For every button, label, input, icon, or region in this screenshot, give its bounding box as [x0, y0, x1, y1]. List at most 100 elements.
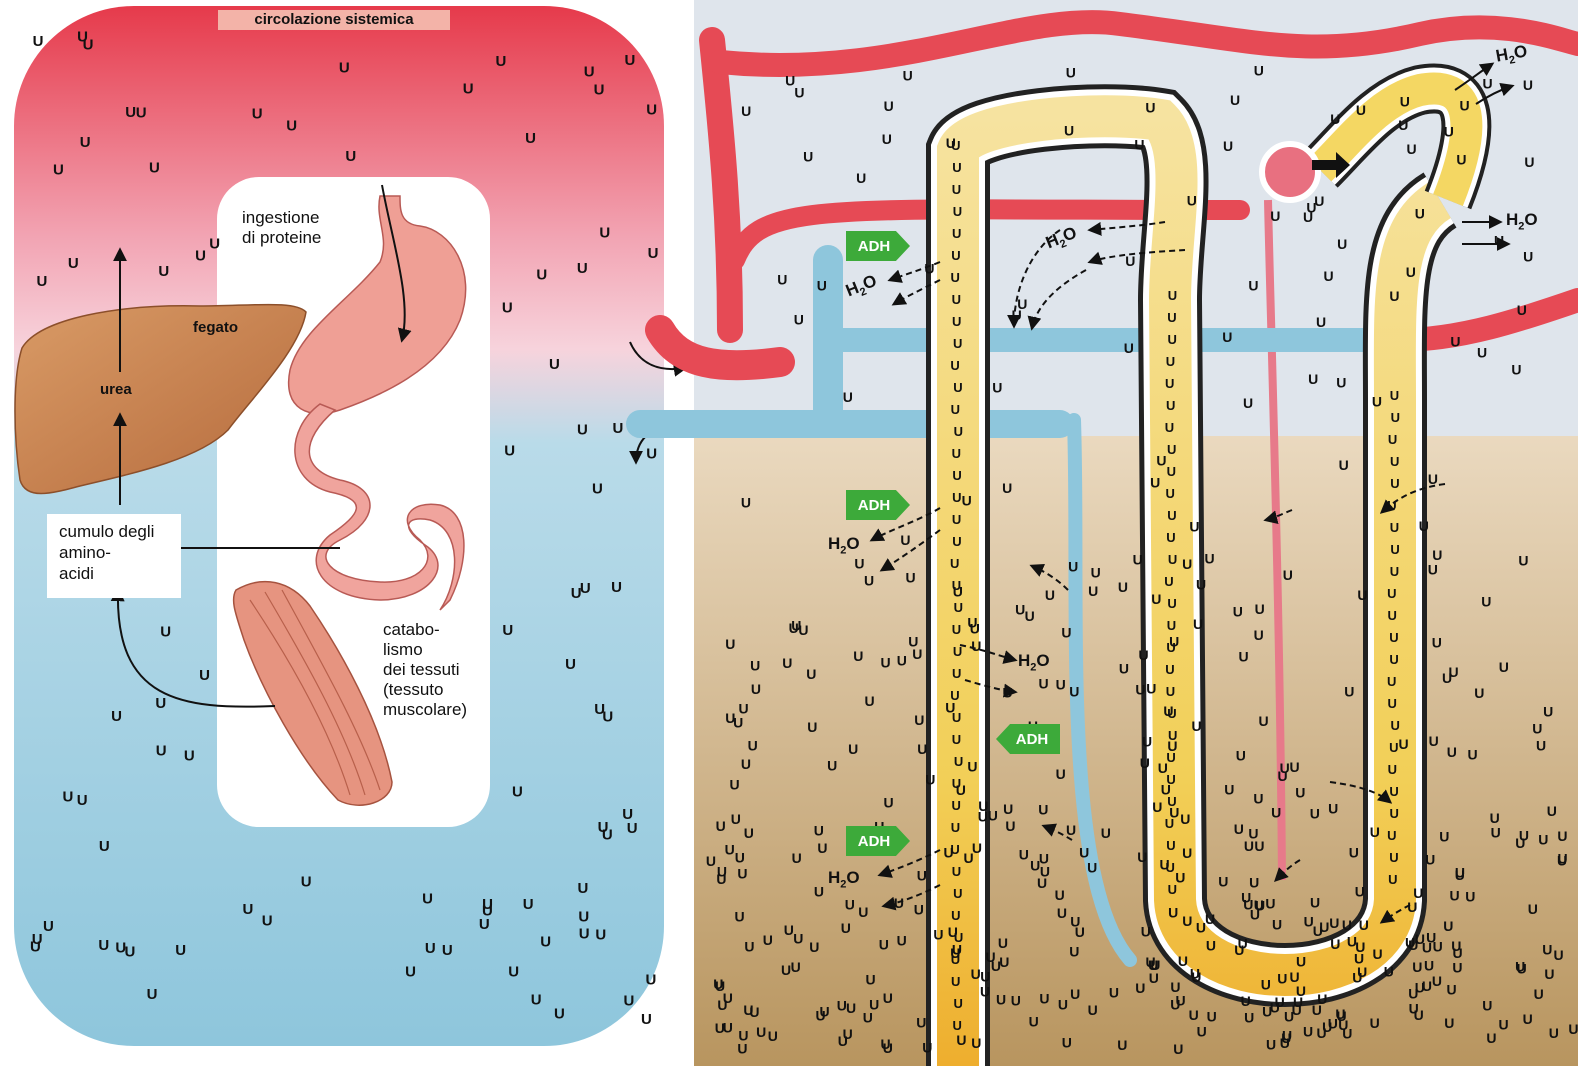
urea-glyph: U [1523, 77, 1533, 93]
urea-glyph: U [1349, 845, 1359, 861]
urea-glyph: U [1238, 935, 1248, 951]
urea-glyph: U [884, 794, 894, 810]
urea-glyph: U [1329, 915, 1339, 931]
urea-glyph: U [99, 838, 110, 855]
urea-glyph: U [1070, 986, 1080, 1002]
urea-glyph: U [951, 402, 960, 417]
urea-glyph: U [952, 622, 961, 637]
urea-glyph: U [1152, 799, 1162, 815]
urea-glyph: U [951, 248, 960, 263]
urea-glyph: U [594, 81, 605, 98]
urea-glyph: U [1239, 648, 1249, 664]
urea-glyph: U [951, 952, 960, 967]
urea-glyph: U [843, 1026, 853, 1042]
urea-glyph: U [865, 693, 875, 709]
urea-glyph: U [98, 937, 109, 954]
urea-glyph: U [748, 737, 758, 753]
catabolism-line-1: catabo- [383, 620, 467, 640]
urea-glyph: U [1224, 782, 1234, 798]
urea-glyph: U [1134, 136, 1144, 152]
urea-glyph: U [922, 1039, 932, 1055]
urea-glyph: U [917, 868, 927, 884]
urea-glyph: U [950, 358, 959, 373]
catabolism-line-3: dei tessuti [383, 660, 467, 680]
urea-glyph: U [1187, 192, 1197, 208]
urea-glyph: U [1166, 684, 1175, 699]
urea-glyph: U [1142, 733, 1152, 749]
amino-acid-pool-box: cumulo degli amino- acidi [47, 514, 181, 598]
urea-glyph: U [1356, 102, 1366, 118]
urea-glyph: U [996, 992, 1006, 1008]
urea-glyph: U [1419, 518, 1429, 534]
urea-glyph: U [1255, 601, 1265, 617]
urea-glyph: U [195, 248, 206, 265]
urea-glyph: U [1387, 828, 1396, 843]
urea-glyph: U [768, 1028, 778, 1044]
urea-glyph: U [735, 909, 745, 925]
urea-glyph: U [1178, 953, 1188, 969]
urea-glyph: U [1166, 838, 1175, 853]
urea-glyph: U [848, 741, 858, 757]
urea-glyph: U [1442, 670, 1452, 686]
urea-glyph: U [988, 807, 998, 823]
urea-glyph: U [1422, 940, 1432, 956]
urea-glyph: U [1156, 453, 1166, 469]
urea-glyph: U [1390, 476, 1399, 491]
urea-glyph: U [1515, 959, 1525, 975]
urea-glyph: U [1168, 905, 1178, 921]
urea-glyph: U [1373, 946, 1383, 962]
urea-glyph: U [1372, 394, 1382, 410]
urea-glyph: U [1166, 750, 1175, 765]
urea-glyph: U [952, 160, 961, 175]
urea-glyph: U [1534, 986, 1544, 1002]
urea-glyph: U [1003, 801, 1013, 817]
urea-glyph: U [1359, 917, 1369, 933]
urea-glyph: U [579, 926, 590, 943]
urea-glyph: U [577, 260, 588, 277]
urea-glyph: U [906, 570, 916, 586]
urea-glyph: U [646, 102, 657, 119]
urea-glyph: U [1218, 874, 1228, 890]
urea-glyph: U [502, 622, 513, 639]
urea-glyph: U [63, 789, 74, 806]
urea-glyph: U [733, 714, 743, 730]
urea-glyph: U [1168, 288, 1177, 303]
urea-glyph: U [791, 959, 801, 975]
urea-glyph: U [954, 600, 963, 615]
urea-glyph: U [1355, 884, 1365, 900]
urea-glyph: U [1145, 100, 1155, 116]
urea-glyph: U [77, 792, 88, 809]
urea-glyph: U [1189, 519, 1199, 535]
urea-glyph: U [1483, 76, 1493, 92]
systemic-circulation-title: circolazione sistemica [218, 10, 450, 30]
urea-glyph: U [1389, 784, 1398, 799]
urea-glyph: U [952, 182, 961, 197]
urea-glyph: U [792, 850, 802, 866]
urea-glyph: U [1491, 824, 1501, 840]
urea-glyph: U [540, 933, 551, 950]
urea-glyph: U [1465, 889, 1475, 905]
urea-glyph: U [622, 806, 633, 823]
urea-glyph: U [846, 1000, 856, 1016]
urea-glyph: U [209, 235, 220, 252]
urea-glyph: U [156, 743, 167, 760]
urea-glyph: U [751, 681, 761, 697]
urea-glyph: U [1088, 1002, 1098, 1018]
urea-glyph: U [1011, 993, 1021, 1009]
urea-glyph: U [952, 534, 961, 549]
urea-glyph: U [1170, 979, 1180, 995]
urea-glyph: U [1205, 550, 1215, 566]
urea-glyph: U [1015, 601, 1025, 617]
urea-glyph: U [1310, 806, 1320, 822]
urea-glyph: U [1165, 662, 1174, 677]
urea-glyph: U [536, 267, 547, 284]
urea-glyph: U [1432, 635, 1442, 651]
urea-glyph: U [1167, 310, 1176, 325]
urea-glyph: U [1168, 332, 1177, 347]
urea-glyph: U [1066, 822, 1076, 838]
urea-glyph: U [1250, 906, 1260, 922]
urea-glyph: U [781, 962, 791, 978]
urea-glyph: U [956, 1032, 966, 1048]
urea-glyph: U [68, 255, 79, 272]
